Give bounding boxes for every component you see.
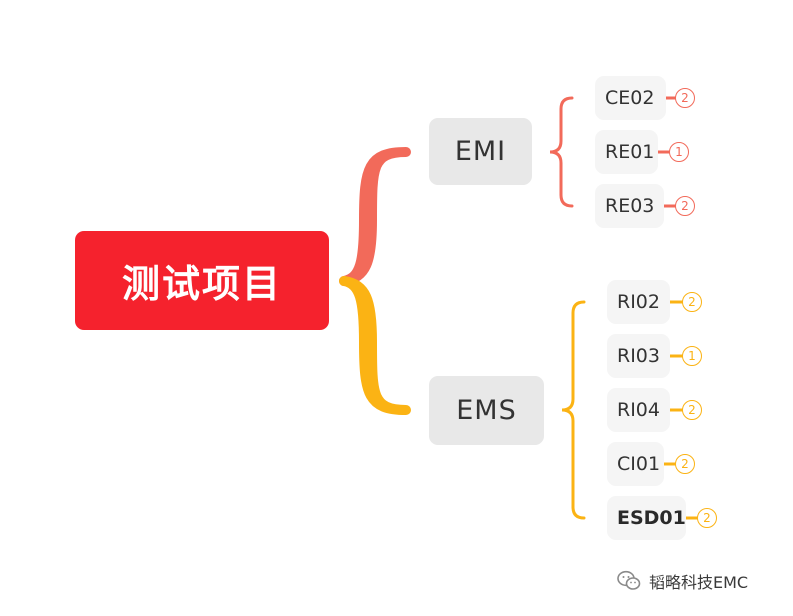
leaf-node-re01[interactable]: RE01: [595, 130, 658, 174]
leaf-node-ci01[interactable]: CI01: [607, 442, 664, 486]
leaf-node-ri04[interactable]: RI04: [607, 388, 670, 432]
leaf-count-badge: 2: [682, 292, 702, 312]
branch-node-emi[interactable]: EMI: [429, 118, 532, 185]
root-brace-emi: [339, 147, 411, 286]
badge-ticks: [656, 96, 699, 520]
watermark: 韬略科技EMC: [617, 567, 748, 595]
leaf-count-badge: 2: [682, 400, 702, 420]
branch-node-ems[interactable]: EMS: [429, 376, 544, 445]
root-brace-ems: [339, 276, 411, 415]
watermark-text: 韬略科技EMC: [649, 573, 749, 592]
leaf-node-ri03[interactable]: RI03: [607, 334, 670, 378]
leaf-node-ri02[interactable]: RI02: [607, 280, 670, 324]
leaf-node-ce02[interactable]: CE02: [595, 76, 666, 120]
root-node[interactable]: 测试项目: [75, 231, 329, 330]
leaf-count-badge: 2: [675, 88, 695, 108]
leaf-count-badge: 1: [669, 142, 689, 162]
leaf-count-badge: 2: [675, 196, 695, 216]
leaf-count-badge: 1: [682, 346, 702, 366]
wechat-icon: [617, 570, 641, 590]
ems-leaf-brace: [561, 300, 586, 520]
leaf-count-badge: 2: [675, 454, 695, 474]
emi-leaf-brace: [549, 96, 574, 208]
leaf-node-esd01[interactable]: ESD01: [607, 496, 686, 540]
leaf-node-re03[interactable]: RE03: [595, 184, 664, 228]
leaf-count-badge: 2: [697, 508, 717, 528]
